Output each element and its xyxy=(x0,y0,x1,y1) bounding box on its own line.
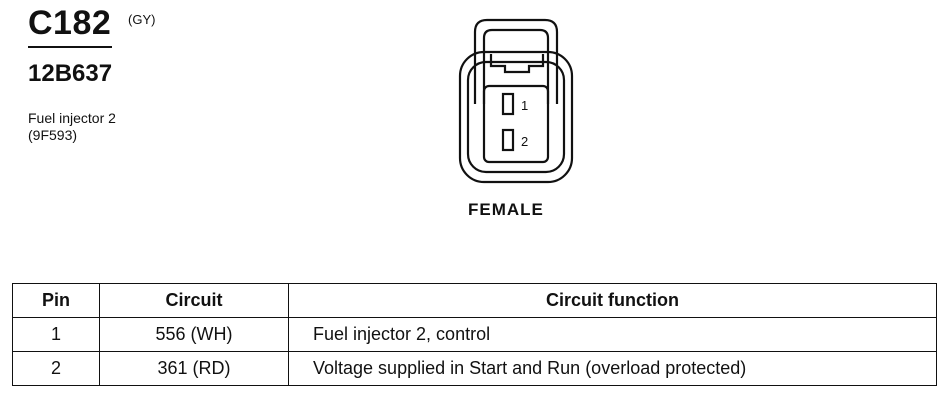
circuit-cell: 556 (WH) xyxy=(99,317,289,352)
table-row: 2 361 (RD) Voltage supplied in Start and… xyxy=(12,351,937,386)
pin-cell: 2 xyxy=(12,351,100,386)
connector-inner-shell xyxy=(466,60,566,174)
connector-gender-label: FEMALE xyxy=(468,200,544,219)
connector-pin-cavity-frame xyxy=(482,84,550,164)
title-underline xyxy=(28,46,112,48)
connector-outer-shell xyxy=(458,50,574,184)
pinout-table: Pin Circuit Circuit function 1 556 (WH) … xyxy=(12,283,937,386)
connector-face-diagram: 1 2 xyxy=(458,18,574,184)
part-number: 12B637 xyxy=(28,60,113,87)
pin-1-label: 1 xyxy=(521,98,528,113)
pin-cell: 1 xyxy=(12,317,100,352)
pin-2-cavity xyxy=(501,128,515,152)
description-name: Fuel injector 2 xyxy=(28,110,116,126)
connector-latch-inner xyxy=(482,28,550,104)
header-function: Circuit function xyxy=(288,283,937,318)
description-code: (9F593) xyxy=(28,127,78,143)
pin-2-label: 2 xyxy=(521,134,528,149)
connector-color-code: (GY) xyxy=(128,12,156,27)
connector-latch-tab xyxy=(489,54,545,74)
header-pin: Pin xyxy=(12,283,100,318)
circuit-cell: 361 (RD) xyxy=(99,351,289,386)
pin-1-cavity xyxy=(501,92,515,116)
header-circuit: Circuit xyxy=(99,283,289,318)
connector-latch-outer xyxy=(473,18,559,104)
table-row: 1 556 (WH) Fuel injector 2, control xyxy=(12,317,937,352)
function-cell: Voltage supplied in Start and Run (overl… xyxy=(288,351,937,386)
function-cell: Fuel injector 2, control xyxy=(288,317,937,352)
table-header-row: Pin Circuit Circuit function xyxy=(12,283,937,318)
connector-id: C182 xyxy=(28,4,112,42)
connector-description: Fuel injector 2 (9F593) xyxy=(28,110,116,144)
